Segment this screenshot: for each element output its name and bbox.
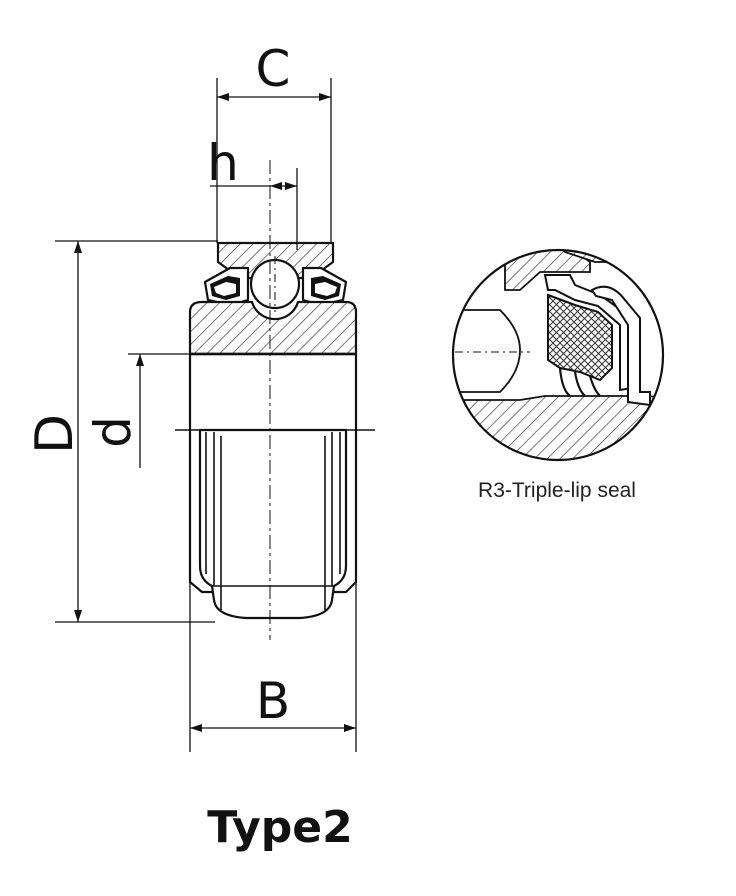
dim-label-small-d: d bbox=[84, 416, 142, 448]
dim-label-c: C bbox=[256, 40, 291, 98]
inner-ring-section bbox=[188, 300, 358, 356]
dim-label-big-d: D bbox=[25, 414, 85, 454]
dimension-lines bbox=[55, 78, 357, 752]
dim-label-h: h bbox=[207, 134, 239, 192]
ball bbox=[249, 258, 301, 310]
bore bbox=[198, 428, 348, 620]
dim-label-b: B bbox=[256, 672, 290, 730]
type-label: Type2 bbox=[207, 802, 352, 853]
seal-detail-view bbox=[451, 248, 665, 462]
bearing-section-view bbox=[175, 160, 375, 640]
seal-detail-caption: R3-Triple-lip seal bbox=[478, 479, 636, 502]
